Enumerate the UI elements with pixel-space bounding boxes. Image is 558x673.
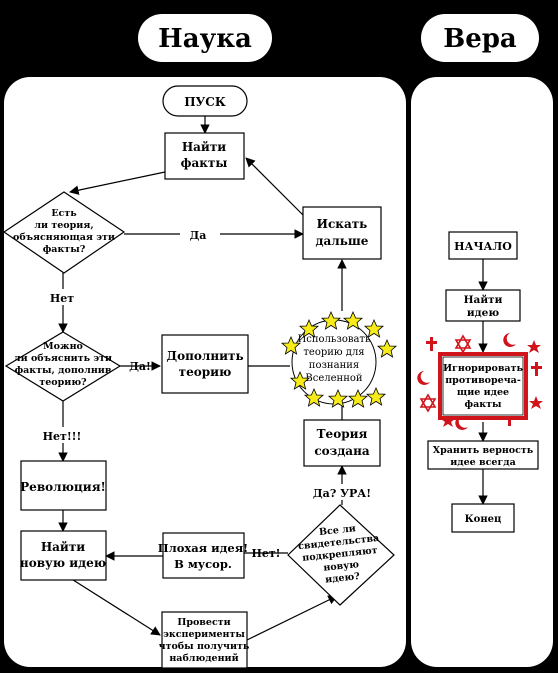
svg-text:познания: познания bbox=[309, 360, 359, 371]
svg-text:Вселенной: Вселенной bbox=[305, 373, 362, 384]
svg-text:Есть: Есть bbox=[51, 208, 77, 219]
svg-text:Хранить верность: Хранить верность bbox=[433, 445, 534, 456]
svg-text:идее всегда: идее всегда bbox=[450, 457, 516, 468]
cross-icon bbox=[531, 362, 542, 376]
svg-text:факты?: факты? bbox=[43, 244, 86, 255]
no-label: Нет bbox=[50, 292, 74, 305]
svg-text:факты: факты bbox=[465, 399, 502, 410]
svg-text:Найти: Найти bbox=[41, 540, 85, 554]
svg-text:идею: идею bbox=[467, 307, 499, 319]
svg-text:Искать: Искать bbox=[317, 217, 368, 231]
stay-true-node: Хранить верность идее всегда bbox=[427, 440, 539, 470]
svg-text:факты: факты bbox=[181, 156, 228, 170]
svg-text:эксперименты: эксперименты bbox=[163, 629, 245, 640]
no-excl2-label: Нет! bbox=[251, 547, 280, 560]
svg-text:дальше: дальше bbox=[316, 234, 369, 248]
svg-text:Можно: Можно bbox=[43, 341, 83, 352]
theory-created-node: Теория создана bbox=[303, 419, 381, 467]
svg-text:теорию: теорию bbox=[179, 365, 232, 379]
svg-text:идею?: идею? bbox=[325, 571, 361, 586]
star-of-david-icon bbox=[454, 334, 472, 354]
revolution-node: Революция! bbox=[20, 460, 107, 511]
svg-text:Провести: Провести bbox=[177, 617, 230, 628]
svg-text:Найти: Найти bbox=[182, 140, 226, 154]
svg-text:создана: создана bbox=[314, 444, 370, 458]
svg-text:чтобы получить: чтобы получить bbox=[159, 641, 250, 652]
yes-excl-label: Да! bbox=[129, 360, 151, 373]
svg-text:новую идею: новую идею bbox=[20, 556, 106, 570]
decision-evidence: Все ли свидетельства подкрепляют новую и… bbox=[287, 504, 395, 606]
star-icon bbox=[527, 340, 541, 353]
svg-text:наблюдений: наблюдений bbox=[169, 653, 238, 664]
svg-text:Конец: Конец bbox=[465, 514, 502, 525]
svg-text:теорию для: теорию для bbox=[303, 347, 364, 358]
svg-text:Теория: Теория bbox=[317, 427, 368, 441]
extend-theory-node: Дополнить теорию bbox=[161, 334, 249, 394]
crescent-icon bbox=[417, 371, 430, 385]
science-header: Наука bbox=[138, 14, 272, 62]
star-of-david-icon bbox=[419, 393, 437, 413]
experiments-node: Провести эксперименты чтобы получить наб… bbox=[159, 611, 250, 669]
bad-idea-node: Плохая идея! В мусор. bbox=[158, 532, 249, 579]
science-header-text: Наука bbox=[158, 24, 252, 54]
svg-text:факты, дополнив: факты, дополнив bbox=[15, 365, 112, 376]
star-icon bbox=[441, 414, 455, 427]
svg-text:Все ли: Все ли bbox=[319, 523, 357, 538]
svg-text:Игнорировать: Игнорировать bbox=[443, 363, 523, 374]
faith-header: Вера bbox=[421, 14, 539, 62]
svg-text:НАЧАЛО: НАЧАЛО bbox=[454, 240, 512, 253]
svg-text:Найти: Найти bbox=[464, 294, 503, 306]
svg-text:Плохая идея!: Плохая идея! bbox=[158, 541, 249, 555]
look-further-node: Искать дальше bbox=[302, 206, 382, 260]
faith-end-node: Конец bbox=[451, 503, 515, 533]
cross-icon bbox=[426, 337, 437, 351]
start-node: ПУСК bbox=[162, 85, 248, 117]
svg-text:Использовать: Использовать bbox=[298, 334, 371, 345]
find-new-idea-node: Найти новую идею bbox=[20, 530, 107, 581]
svg-text:объясняющая эти: объясняющая эти bbox=[13, 232, 115, 243]
start-node-text: ПУСК bbox=[184, 95, 226, 109]
decision-extend-theory: Можно ли объяснить эти факты, дополнив т… bbox=[4, 331, 122, 402]
svg-text:щие идее: щие идее bbox=[457, 387, 509, 398]
ignore-facts-node: Игнорировать противоречa- щие идее факты bbox=[438, 352, 528, 420]
svg-text:теорию?: теорию? bbox=[39, 377, 87, 388]
no-excl-label: Нет!!! bbox=[43, 430, 82, 443]
svg-text:ли теория,: ли теория, bbox=[34, 220, 93, 231]
faith-start-node: НАЧАЛО bbox=[448, 231, 518, 260]
yes-hooray-label: Да? УРА! bbox=[313, 487, 371, 500]
decision-theory-exists: Есть ли теория, объясняющая эти факты? bbox=[2, 191, 126, 274]
svg-text:Революция!: Революция! bbox=[20, 480, 106, 494]
crescent-icon bbox=[503, 333, 516, 347]
svg-text:новую: новую bbox=[323, 559, 360, 574]
svg-text:Дополнить: Дополнить bbox=[166, 349, 243, 363]
find-idea-node: Найти идею bbox=[445, 289, 521, 322]
svg-text:противоречa-: противоречa- bbox=[445, 375, 521, 386]
find-facts-node: Найти факты bbox=[164, 132, 245, 180]
faith-header-text: Вера bbox=[443, 24, 517, 54]
svg-text:ли объяснить эти: ли объяснить эти bbox=[14, 353, 112, 364]
svg-text:В мусор.: В мусор. bbox=[174, 557, 232, 571]
use-theory-node: Использовать теорию для познания Вселенн… bbox=[281, 311, 397, 408]
star-icon bbox=[529, 396, 543, 409]
yes-label: Да bbox=[190, 229, 207, 242]
